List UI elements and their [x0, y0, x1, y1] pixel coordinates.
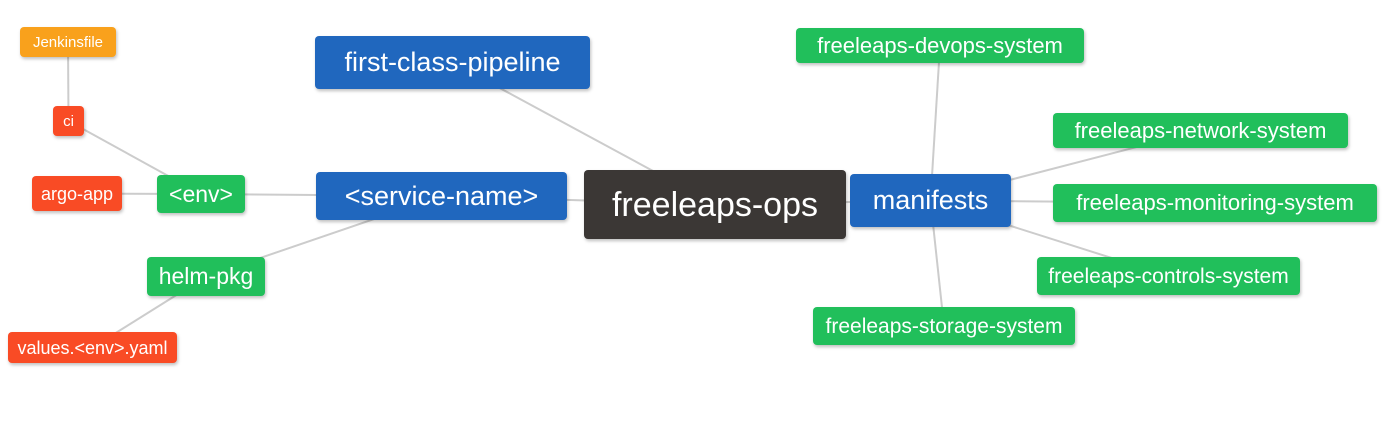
node-freeleaps-ops[interactable]: freeleaps-ops: [584, 170, 846, 239]
node-values-env-yaml[interactable]: values.<env>.yaml: [8, 332, 177, 363]
node-service-name[interactable]: <service-name>: [316, 172, 567, 220]
node-argo-app[interactable]: argo-app: [32, 176, 122, 211]
node-manifests[interactable]: manifests: [850, 174, 1011, 227]
node-jenkinsfile[interactable]: Jenkinsfile: [20, 27, 116, 57]
node-freeleaps-storage-system[interactable]: freeleaps-storage-system: [813, 307, 1075, 345]
node-freeleaps-network-system[interactable]: freeleaps-network-system: [1053, 113, 1348, 148]
node-freeleaps-controls-system[interactable]: freeleaps-controls-system: [1037, 257, 1300, 295]
node-helm-pkg[interactable]: helm-pkg: [147, 257, 265, 296]
node-freeleaps-monitoring-system[interactable]: freeleaps-monitoring-system: [1053, 184, 1377, 222]
node-first-class-pipeline[interactable]: first-class-pipeline: [315, 36, 590, 89]
node-env[interactable]: <env>: [157, 175, 245, 213]
node-ci[interactable]: ci: [53, 106, 84, 136]
node-freeleaps-devops-system[interactable]: freeleaps-devops-system: [796, 28, 1084, 63]
